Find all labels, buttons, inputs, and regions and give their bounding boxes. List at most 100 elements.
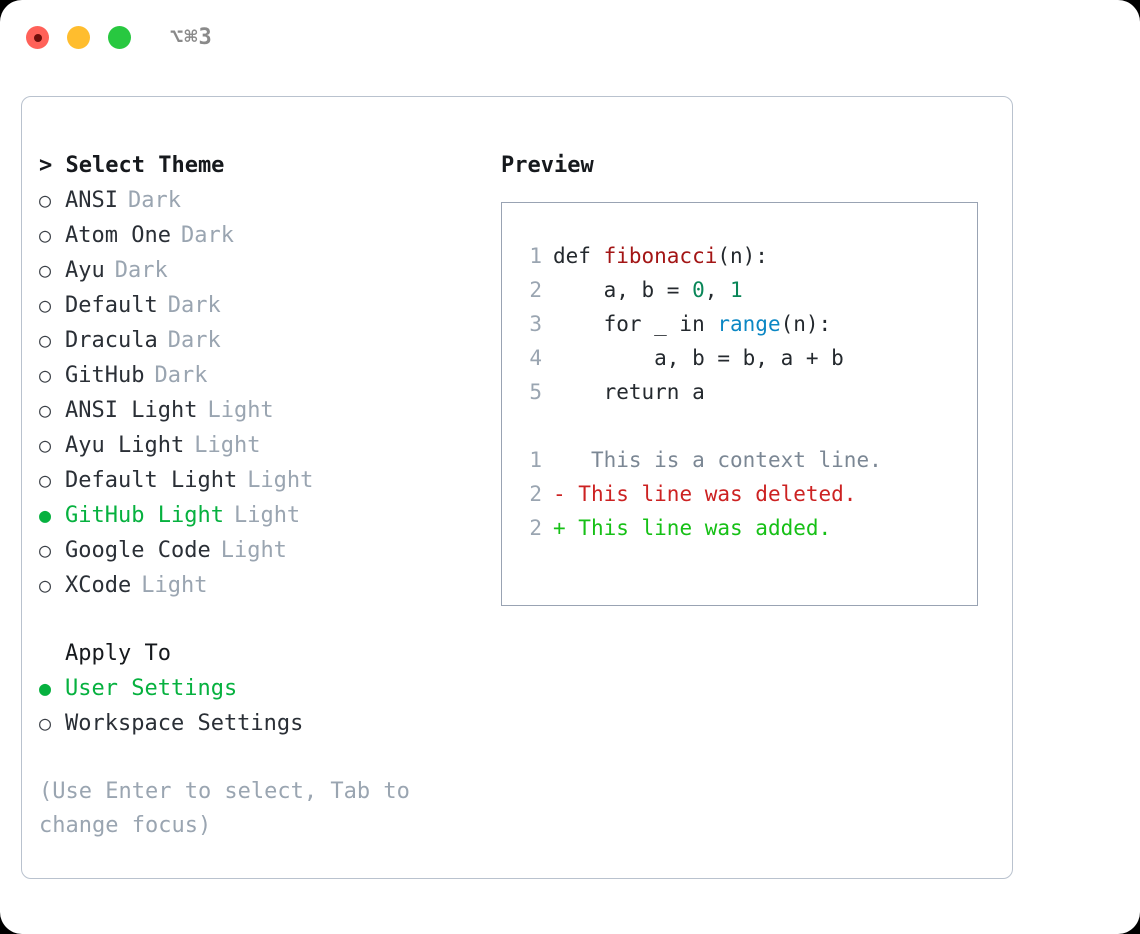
theme-variant-tag: Dark — [180, 223, 234, 248]
theme-option-label: Default Light — [65, 468, 238, 493]
diff-line-number: 1 — [529, 448, 542, 472]
radio-unselected-icon: ○ — [39, 223, 52, 247]
theme-variant-tag: Light — [247, 468, 314, 493]
theme-variant-tag: Dark — [114, 258, 168, 283]
code-token: (n): — [780, 312, 832, 336]
radio-unselected-icon: ○ — [39, 433, 52, 457]
radio-unselected-icon: ○ — [39, 188, 52, 212]
radio-unselected-icon: ○ — [39, 293, 52, 317]
code-token: 0 — [692, 278, 705, 302]
diff-line: 2- This line was deleted. — [516, 477, 977, 511]
diff-line: 2 + This line was added. — [516, 511, 977, 545]
theme-option-label: ANSI Light — [65, 398, 198, 423]
code-line: 2 a, b = 0, 1 — [516, 273, 977, 307]
code-token: 1 — [730, 278, 743, 302]
select-theme-heading: > Select Theme — [39, 153, 225, 178]
keyboard-hint-text: (Use Enter to select, Tab to change focu… — [39, 779, 424, 838]
code-token: def — [553, 244, 604, 268]
code-token: for _ in — [553, 312, 718, 336]
theme-option[interactable]: ○ ANSI Dark — [39, 183, 479, 218]
theme-variant-tag: Light — [233, 503, 301, 528]
diff-marker: - — [553, 482, 566, 506]
code-token: a, b = — [553, 278, 693, 302]
code-token: , — [704, 278, 731, 302]
code-line: 3 for _ in range(n): — [516, 307, 977, 341]
theme-variant-tag: Dark — [154, 363, 208, 388]
theme-variant-tag: Light — [141, 573, 208, 598]
code-line-number: 1 — [529, 244, 542, 268]
diff-line-text: This is a context line. — [565, 448, 882, 472]
theme-option[interactable]: ○ Ayu Light Light — [39, 428, 479, 463]
theme-variant-tag: Light — [194, 433, 261, 458]
diff-sample: 1 This is a context line. 2- This line wa… — [516, 443, 977, 545]
code-token: return a — [553, 380, 705, 404]
minimize-button-icon[interactable] — [67, 26, 90, 49]
diff-marker — [553, 443, 566, 477]
theme-option[interactable]: ● GitHub Light Light — [39, 498, 479, 533]
radio-unselected-icon: ○ — [39, 711, 52, 735]
theme-option-label: ANSI — [65, 188, 118, 213]
code-line: 5 return a — [516, 375, 977, 409]
radio-unselected-icon: ○ — [39, 363, 52, 387]
theme-option[interactable]: ○ Default Dark — [39, 288, 479, 323]
diff-line-text: This line was deleted. — [565, 482, 857, 506]
theme-option[interactable]: ○ Atom One Dark — [39, 218, 479, 253]
theme-option-label: Atom One — [65, 223, 171, 248]
keyboard-shortcut-label: ⌥⌘3 — [170, 25, 213, 50]
theme-option-label: Google Code — [65, 538, 211, 563]
theme-option-label: Ayu Light — [65, 433, 185, 458]
radio-selected-icon: ● — [39, 676, 52, 700]
diff-marker: + — [553, 516, 566, 540]
theme-option-label: Dracula — [65, 328, 158, 353]
theme-option-label: Default — [65, 293, 158, 318]
theme-option[interactable]: ○ GitHub Dark — [39, 358, 479, 393]
code-line-number: 2 — [529, 278, 542, 302]
radio-unselected-icon: ○ — [39, 468, 52, 492]
apply-to-list[interactable]: ● User Settings ○Workspace Settings — [39, 671, 479, 741]
code-line-number: 4 — [529, 346, 542, 370]
apply-to-option[interactable]: ○Workspace Settings — [39, 706, 479, 741]
theme-variant-tag: Dark — [127, 188, 181, 213]
radio-unselected-icon: ○ — [39, 328, 52, 352]
diff-line-number: 2 — [529, 482, 542, 506]
radio-unselected-icon: ○ — [39, 398, 52, 422]
theme-option-label: XCode — [65, 573, 132, 598]
diff-line-text: This line was added. — [565, 516, 832, 540]
apply-to-option-label: User Settings — [65, 676, 238, 701]
code-token: fibonacci — [603, 244, 718, 268]
code-token: range — [717, 312, 781, 336]
code-line: 4 a, b = b, a + b — [516, 341, 977, 375]
code-line-text: return a — [553, 375, 705, 409]
window-controls — [26, 26, 131, 49]
theme-variant-tag: Dark — [167, 293, 221, 318]
preview-heading: Preview — [501, 153, 594, 178]
code-line-text: a, b = 0, 1 — [553, 273, 743, 307]
zoom-button-icon[interactable] — [108, 26, 131, 49]
theme-option[interactable]: ○ Default Light Light — [39, 463, 479, 498]
radio-unselected-icon: ○ — [39, 538, 52, 562]
radio-unselected-icon: ○ — [39, 258, 52, 282]
diff-line-number: 2 — [529, 516, 542, 540]
code-token: a, b = b, a + b — [553, 346, 844, 370]
code-line-text: def fibonacci(n): — [553, 239, 768, 273]
apply-to-option[interactable]: ● User Settings — [39, 671, 479, 706]
apply-to-section: Apply To ● User Settings ○Workspace Settin… — [39, 637, 479, 741]
theme-option-label: GitHub — [65, 363, 145, 388]
apply-to-heading: Apply To — [65, 641, 171, 666]
code-line-number: 3 — [529, 312, 542, 336]
radio-selected-icon: ● — [39, 503, 52, 527]
code-diff-separator — [516, 409, 977, 443]
theme-option-label: GitHub Light — [65, 503, 224, 528]
close-button-icon[interactable] — [26, 26, 49, 49]
